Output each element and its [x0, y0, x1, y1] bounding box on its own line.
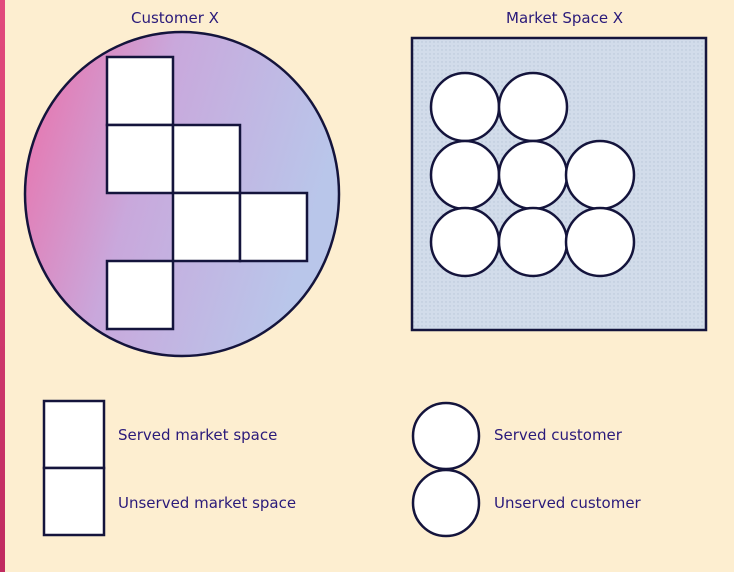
customer-circle: [429, 71, 501, 143]
legend-unserved-market-square: [42, 466, 106, 537]
left-edge-strip: [0, 0, 5, 572]
customer-circle: [429, 206, 501, 278]
market-square: [105, 55, 175, 127]
legend-served-customer-circle: [411, 401, 481, 471]
legend-unserved-customer-circle: [411, 468, 481, 538]
market-space-x-title: Market Space X: [506, 9, 624, 27]
market-customer-circles: [429, 71, 636, 278]
market-square: [171, 191, 242, 263]
market-square: [105, 123, 175, 195]
customer-circle: [497, 139, 569, 211]
market-square: [171, 123, 242, 195]
market-square: [105, 259, 175, 331]
customer-circle: [497, 206, 569, 278]
legend-served-market-space-label: Served market space: [118, 426, 278, 444]
legend-served-customer-label: Served customer: [494, 426, 622, 444]
legend-unserved-market-space-label: Unserved market space: [118, 494, 297, 512]
customer-market-squares: [105, 55, 309, 331]
customer-circle: [497, 71, 569, 143]
customer-x-title: Customer X: [131, 9, 219, 27]
market-square: [238, 191, 309, 263]
customer-circle: [564, 139, 636, 211]
customer-circle: [564, 206, 636, 278]
legend-served-market-square: [42, 399, 106, 470]
customer-circle: [429, 139, 501, 211]
legend-unserved-customer-label: Unserved customer: [494, 494, 641, 512]
